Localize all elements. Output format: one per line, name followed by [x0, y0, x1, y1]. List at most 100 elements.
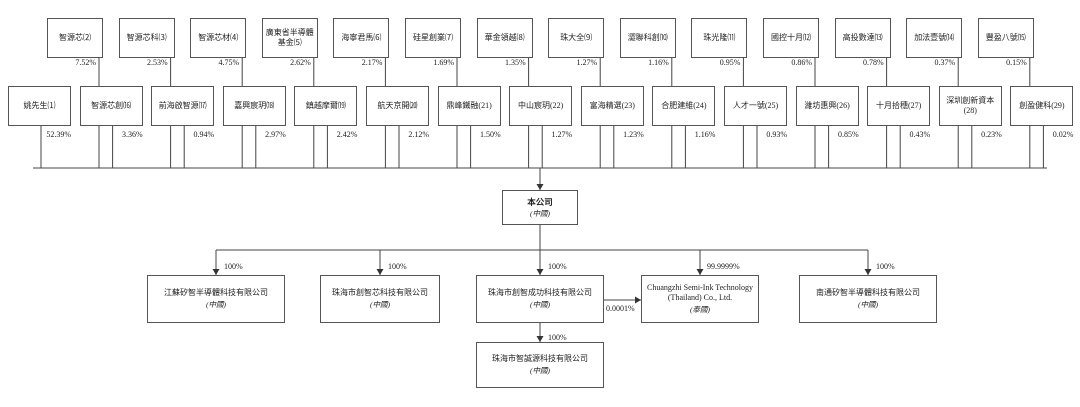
shareholder-percentage: 2.42% [336, 130, 358, 139]
entity-name: 航天京開⒇ [377, 101, 418, 110]
shareholder-box: 珠光隆⑾ [691, 18, 748, 58]
entity-name: 澀聯科創⑽ [627, 33, 668, 42]
entity-name: 國控十月⑿ [771, 33, 811, 42]
entity-name: 前海啟智源⒄ [158, 101, 207, 110]
shareholder-box: 智源芯科⑶ [118, 18, 175, 58]
shareholder-percentage: 1.27% [576, 58, 598, 67]
grandchild-arrow [536, 336, 544, 342]
entity-name: 鎮越摩爾⒆ [305, 101, 346, 110]
entity-name: 江蘇矽智半導體科技有限公司 [164, 288, 268, 298]
entity-jurisdiction: (中國) [530, 300, 550, 310]
subsidiary-box: 珠海市創智芯科技有限公司 (中國) [320, 275, 440, 323]
shareholder-box: 鎮越摩爾⒆ [294, 86, 358, 126]
entity-name: 海寧君馬⑹ [341, 33, 382, 42]
shareholder-percentage: 0.86% [791, 58, 812, 67]
shareholder-percentage: 1.27% [551, 130, 573, 139]
shareholder-percentage: 3.36% [121, 130, 143, 139]
entity-name: 智源芯材⑷ [198, 33, 239, 42]
entity-jurisdiction: (中國) [530, 366, 550, 376]
shareholder-box: 合肥建維(24) [652, 86, 716, 126]
entity-name: 廣東省半導體基金⑸ [265, 28, 314, 47]
shareholder-percentage: 4.75% [218, 58, 240, 67]
entity-name: Chuangzhi Semi-Ink Technology (Thailand)… [647, 283, 753, 303]
shareholder-box: 深圳創新資本(28) [938, 86, 1002, 126]
shareholder-percentage: 0.43% [909, 130, 931, 139]
entity-name: 嘉興宸玥⒅ [234, 101, 275, 110]
shareholder-percentage: 7.52% [75, 58, 96, 67]
entity-name: 創盈健科(29) [1019, 101, 1065, 110]
shareholder-percentage: 2.97% [265, 130, 286, 139]
shareholder-box: 創盈健科(29) [1010, 86, 1074, 126]
shareholder-box: 中山宸玥(22) [509, 86, 573, 126]
shareholder-percentage: 0.23% [981, 130, 1002, 139]
shareholder-box: 十月拾穗(27) [867, 86, 931, 126]
entity-name: 姚先生⑴ [23, 101, 56, 110]
grandchild-percentage: 100% [548, 333, 567, 342]
entity-name: 珠海市創智芯科技有限公司 [332, 288, 428, 298]
subsidiary-box: Chuangzhi Semi-Ink Technology (Thailand)… [641, 275, 759, 323]
shareholder-box: 海寧君馬⑹ [333, 18, 390, 58]
entity-name: 濰坊惠興(26) [804, 101, 850, 110]
shareholder-box: 高投數達⒀ [834, 18, 891, 58]
subsidiary-arrow [696, 269, 704, 275]
cross-holding-arrow [635, 296, 641, 304]
entity-name: 智源芯創⒃ [91, 101, 132, 110]
subsidiary-box: 江蘇矽智半導體科技有限公司 (中國) [147, 275, 285, 323]
grandchild-box: 珠海市智誠源科技有限公司 (中國) [476, 342, 604, 388]
shareholder-percentage: 0.93% [766, 130, 787, 139]
cross-holding-percentage: 0.0001% [606, 304, 635, 313]
entity-name: 本公司 [527, 196, 553, 207]
shareholder-box: 航天京開⒇ [366, 86, 429, 126]
entity-name: 高投數達⒀ [842, 33, 883, 42]
entity-name: 豐盈八號⒂ [985, 33, 1026, 42]
subsidiary-arrow [536, 269, 544, 275]
shareholder-box: 加法壹號⒁ [906, 18, 963, 58]
entity-jurisdiction: (中國) [206, 300, 226, 310]
entity-name: 智源芯⑵ [59, 33, 91, 42]
entity-name: 人才一號(25) [732, 101, 779, 110]
entity-name: 珠海市智誠源科技有限公司 [492, 354, 588, 364]
subsidiary-percentage: 99.9999% [707, 262, 740, 271]
shareholder-box: 濰坊惠興(26) [795, 86, 859, 126]
subsidiary-percentage: 100% [388, 262, 407, 271]
entity-name: 中山宸玥(22) [518, 101, 564, 110]
shareholder-box: 智源芯創⒃ [79, 86, 143, 126]
subsidiary-arrow [376, 269, 384, 275]
shareholder-percentage: 1.23% [623, 130, 644, 139]
shareholder-percentage: 0.85% [837, 130, 859, 139]
shareholder-box: 人才一號(25) [724, 86, 787, 126]
entity-name: 十月拾穗(27) [876, 101, 922, 110]
shareholder-percentage: 1.50% [479, 130, 501, 139]
subsidiary-box: 南通矽智半導體科技有限公司 (中國) [799, 275, 937, 323]
shareholder-box: 硅星創業⑺ [405, 18, 461, 58]
entity-name: 智源芯科⑶ [126, 33, 167, 42]
entity-name: 南通矽智半導體科技有限公司 [816, 288, 920, 298]
shareholder-box: 智源芯⑵ [47, 18, 103, 58]
shareholder-percentage: 1.16% [694, 130, 716, 139]
shareholder-box: 豐盈八號⒂ [977, 18, 1034, 58]
shareholder-percentage: 2.17% [361, 58, 383, 67]
shareholder-percentage: 2.12% [408, 130, 429, 139]
shareholder-box: 前海啟智源⒄ [151, 86, 215, 126]
entity-name: 硅星創業⑺ [413, 33, 453, 42]
entity-jurisdiction: (中國) [858, 300, 878, 310]
entity-jurisdiction: (泰國) [690, 305, 710, 315]
company-box: 本公司(中國) [502, 190, 578, 225]
entity-jurisdiction: (中國) [370, 300, 390, 310]
shareholder-percentage: 0.78% [862, 58, 884, 67]
shareholder-box: 嘉興宸玥⒅ [222, 86, 286, 126]
shareholder-box: 澀聯科創⑽ [619, 18, 676, 58]
entity-name: 珠海市創智成功科技有限公司 [488, 288, 592, 298]
shareholder-percentage: 0.15% [1006, 58, 1027, 67]
entity-name: 珠光隆⑾ [703, 33, 736, 42]
shareholder-percentage: 0.37% [934, 58, 956, 67]
subsidiary-arrow [864, 269, 872, 275]
shareholder-percentage: 0.95% [719, 58, 741, 67]
shareholder-percentage: 2.53% [146, 58, 168, 67]
shareholder-box: 華金領越⑻ [476, 18, 533, 58]
shareholder-percentage: 1.69% [433, 58, 454, 67]
shareholder-percentage: 2.62% [290, 58, 311, 67]
entity-name: 深圳創新資本(28) [946, 96, 995, 115]
shareholder-box: 鼎峰鐵融(21) [437, 86, 501, 126]
company-arrow [536, 184, 544, 190]
